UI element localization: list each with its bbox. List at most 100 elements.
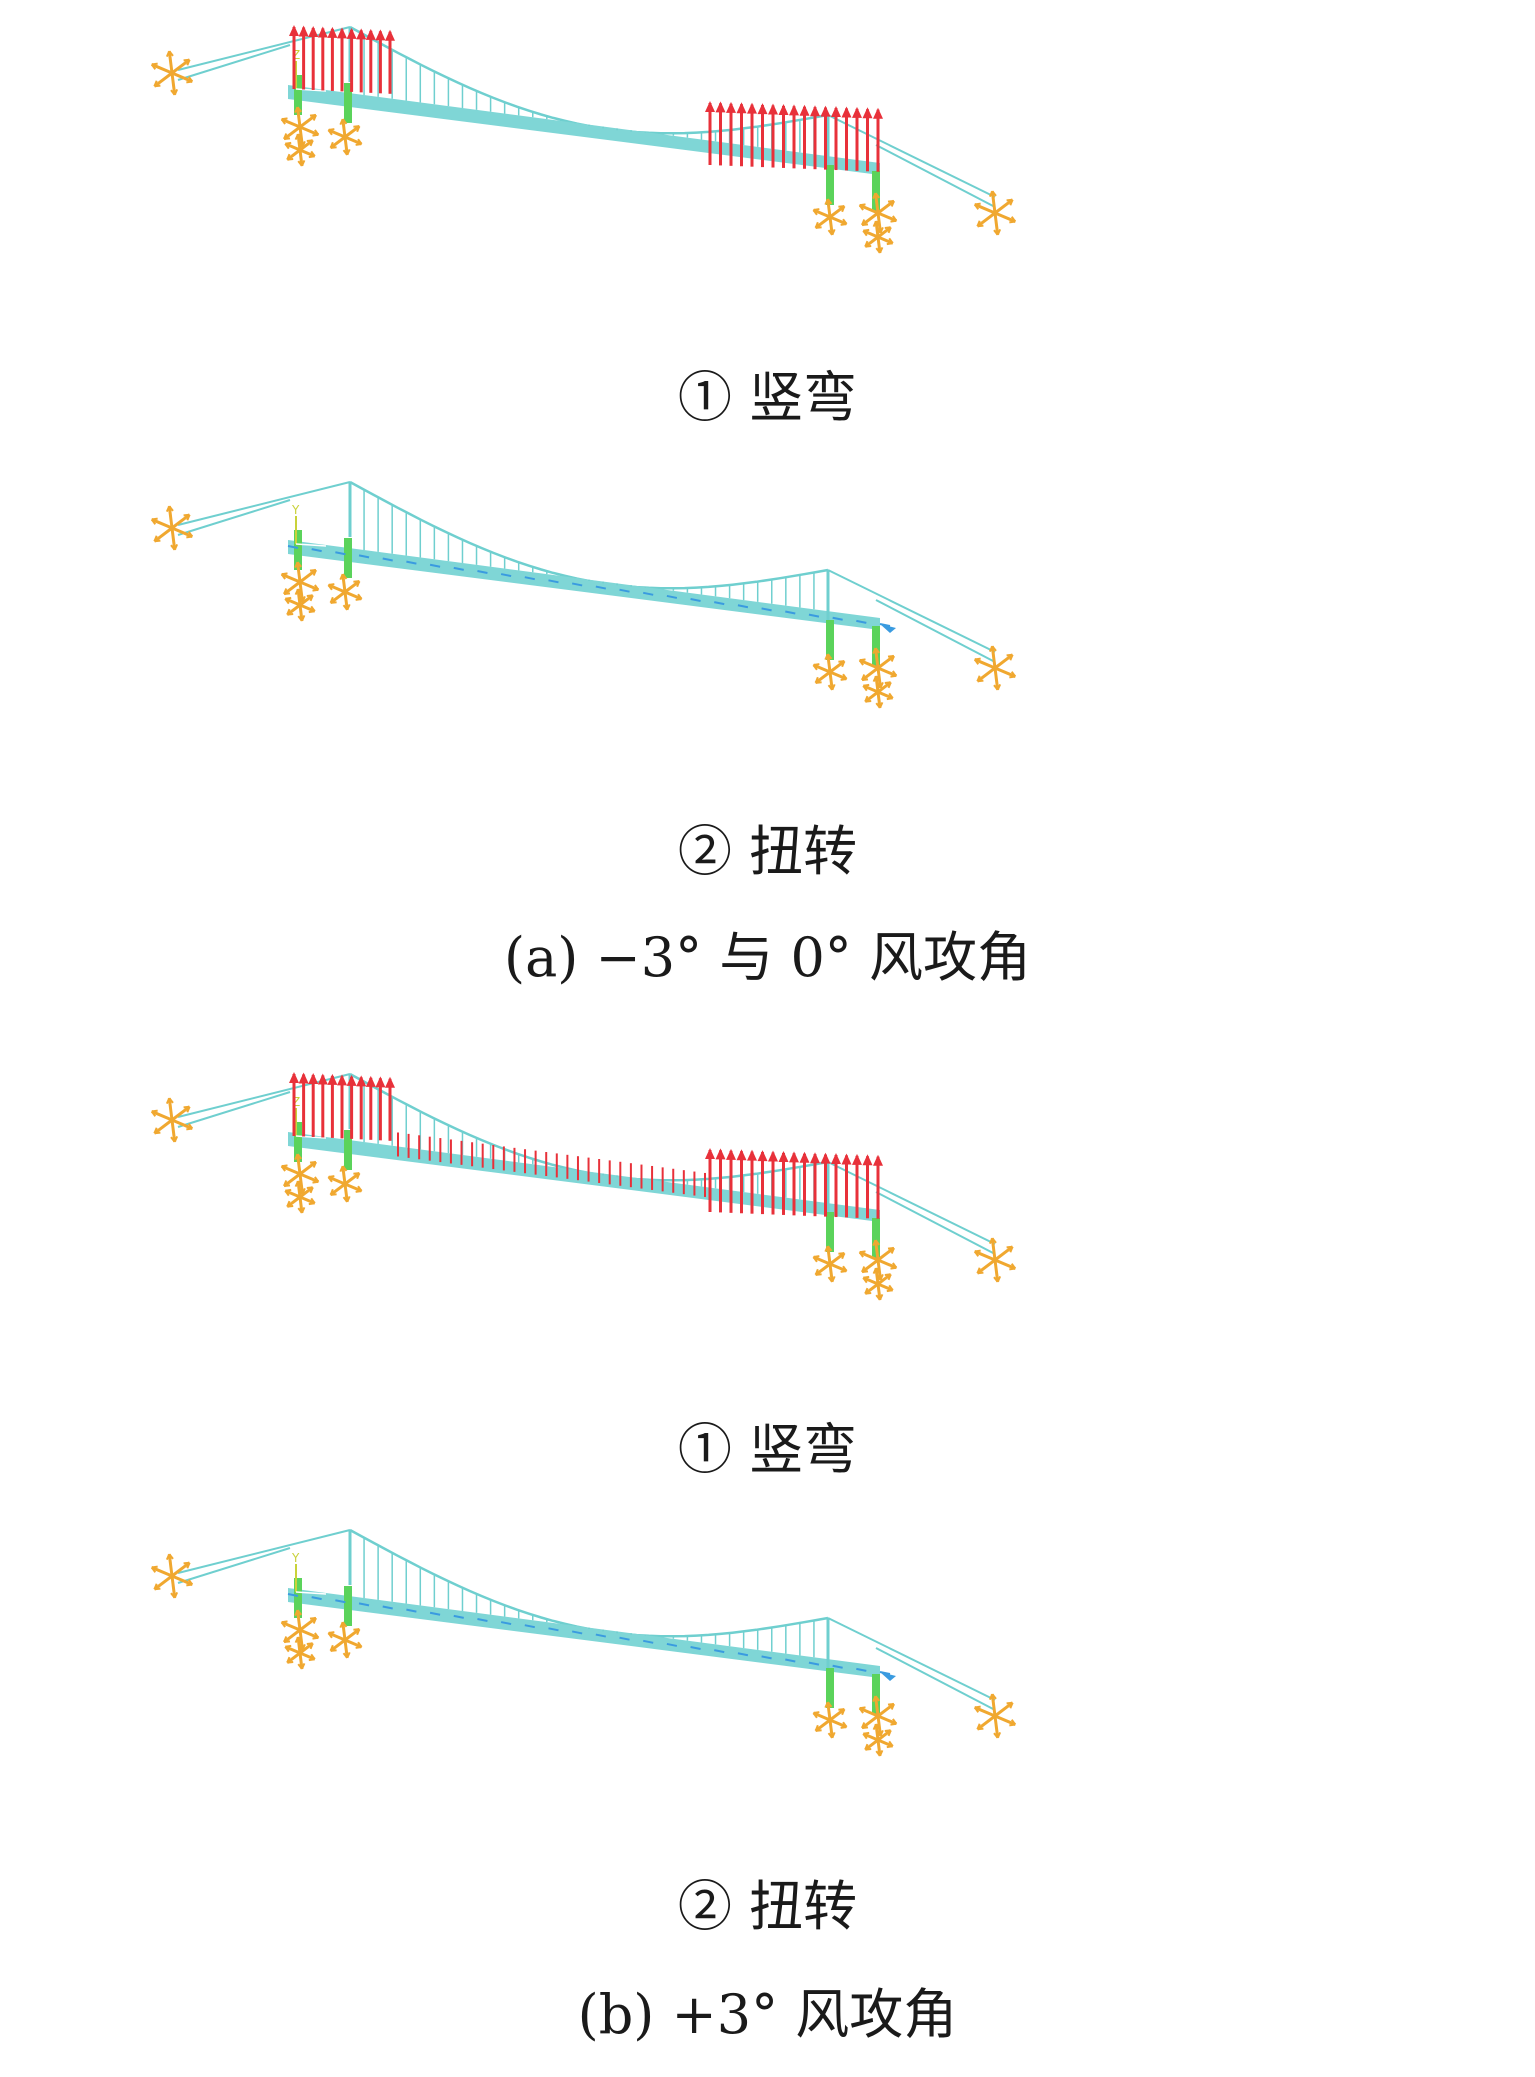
axis-x-line (295, 543, 327, 547)
torsion-arrow (311, 548, 322, 553)
load-arrow-head (356, 28, 367, 40)
load-arrow-head (852, 106, 862, 118)
torsion-arrow (524, 1624, 535, 1629)
torsion-arrow (477, 1617, 488, 1622)
pier (294, 1578, 302, 1618)
support-cluster (973, 1237, 1017, 1283)
load-arrow-head (317, 26, 328, 38)
support-cluster (973, 645, 1017, 691)
load-arrow-head (747, 102, 757, 114)
load-arrow-head (317, 1073, 328, 1085)
torsion-arrow-head (880, 1672, 896, 1681)
torsion-arrow (429, 1611, 441, 1616)
load-arrow-head (873, 1154, 883, 1166)
load-arrow-head (726, 101, 736, 113)
torsion-arrow (737, 1652, 749, 1657)
support-cluster (858, 1695, 898, 1737)
caption-a2: ② 扭转 (677, 820, 858, 883)
axis-y-label: Z (292, 48, 300, 62)
torsion-arrow (595, 1633, 607, 1638)
bridge-figure-a1: Z (150, 15, 1400, 315)
backstay-cable-right-lower (875, 599, 996, 663)
load-arrow-head (778, 103, 789, 115)
torsion-arrow (335, 551, 346, 556)
load-arrow-head (757, 103, 768, 115)
load-arrow-head (778, 1150, 789, 1162)
torsion-arrow (714, 601, 725, 606)
bridge-deck (288, 540, 880, 630)
pier (294, 75, 302, 115)
support-cluster (150, 1097, 194, 1143)
support-cluster (327, 1621, 363, 1659)
support-cluster (812, 1701, 848, 1739)
torsion-arrow (453, 566, 464, 571)
load-arrow-head (346, 27, 357, 39)
bridge-figure-b2: Y (150, 1518, 1400, 1818)
load-arrow-head (862, 107, 873, 119)
load-arrow-head (327, 26, 338, 38)
backstay-cable-left-lower (177, 44, 291, 81)
backstay-cable-left-lower (177, 499, 291, 536)
torsion-arrow (548, 1627, 559, 1632)
load-arrow-head (852, 1153, 862, 1165)
torsion-arrow (619, 588, 630, 593)
backstay-cable-right (827, 569, 996, 653)
torsion-arrow (879, 1671, 891, 1675)
torsion-arrow (690, 1646, 701, 1651)
torsion-arrow (761, 607, 772, 612)
load-arrow-head (841, 106, 852, 118)
pier (826, 1212, 834, 1252)
torsion-arrow (287, 545, 299, 549)
torsion-arrow (808, 613, 820, 618)
torsion-arrow (666, 594, 678, 599)
main-cable (349, 25, 829, 135)
load-arrow-head (346, 1074, 357, 1086)
bridge-deck (288, 1132, 880, 1222)
torsion-arrow (500, 573, 512, 578)
torsion-arrow (832, 1664, 843, 1669)
main-cable (349, 480, 829, 590)
torsion-arrow (429, 563, 441, 568)
backstay-cable-left (177, 1529, 351, 1574)
torsion-arrow (785, 1658, 796, 1663)
bridge-figure-a2: Y (150, 470, 1400, 770)
torsion-arrow (453, 1614, 464, 1619)
load-arrow-head (768, 1150, 778, 1162)
support-cluster (150, 50, 194, 96)
support-cluster (812, 653, 848, 691)
support-cluster (812, 198, 848, 236)
torsion-arrow (571, 1630, 583, 1635)
torsion-arrow (879, 623, 891, 627)
torsion-arrow (382, 557, 393, 562)
torsion-arrow (808, 1661, 820, 1666)
pier (826, 165, 834, 205)
support-cluster (973, 190, 1017, 236)
support-cluster (327, 118, 363, 156)
bridge-model-a1-drawing: Z (150, 25, 1017, 254)
pier (294, 1122, 302, 1162)
load-arrow-head (365, 28, 376, 40)
support-cluster (150, 505, 194, 551)
load-arrow-head (308, 1072, 319, 1084)
load-arrow-head (327, 1073, 338, 1085)
support-cluster (284, 133, 316, 167)
load-arrow-head (715, 101, 726, 113)
support-cluster (858, 647, 898, 689)
backstay-cable-left-lower (177, 1547, 291, 1584)
load-arrow-head (862, 1154, 873, 1166)
backstay-cable-right-lower (875, 1191, 996, 1255)
bridge-model-b2-drawing: Y (150, 1528, 1017, 1757)
load-arrow-head (757, 1150, 768, 1162)
torsion-arrow (714, 1649, 725, 1654)
torsion-arrow (382, 1605, 393, 1610)
support-cluster (862, 1723, 894, 1757)
torsion-arrow (856, 619, 867, 624)
load-arrow-head (736, 102, 747, 114)
torsion-arrow (311, 1596, 322, 1601)
axis-x-line (295, 1135, 327, 1139)
torsion-arrow-head (880, 624, 896, 633)
support-cluster (812, 1245, 848, 1283)
torsion-arrow (785, 610, 796, 615)
torsion-arrow (571, 582, 583, 587)
support-cluster (280, 1609, 320, 1651)
